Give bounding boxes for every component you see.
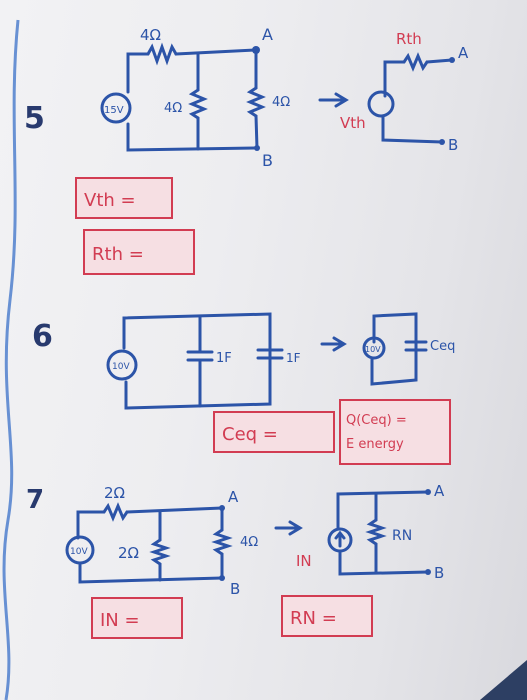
problem-7-load-resistor bbox=[211, 528, 233, 556]
problem-5-middle-resistor bbox=[188, 88, 208, 120]
desk-corner bbox=[480, 660, 527, 700]
problem-6-circuit bbox=[106, 312, 428, 410]
problem-5-rth-box-text: Rth = bbox=[92, 244, 144, 265]
problem-5-middle-resistor-label: 4Ω bbox=[164, 101, 182, 116]
problem-6-eq-source-icon bbox=[362, 336, 386, 360]
problem-6-voltage-source-icon bbox=[106, 349, 138, 381]
problem-5-top-resistor-label: 4Ω bbox=[140, 26, 161, 44]
problem-6-charge-text: Q(Ceq) = bbox=[346, 413, 407, 428]
problem-5-eq-node-a-dot bbox=[449, 57, 455, 63]
problem-7-rn-resistor bbox=[365, 518, 387, 546]
problem-7-node-b-dot bbox=[219, 575, 225, 581]
problem-5-source-label: 15V bbox=[104, 105, 124, 116]
problem-6-number: 6 bbox=[32, 319, 53, 354]
problem-6-capacitor-2-icon bbox=[256, 340, 284, 372]
problem-7-rn-box-text: RN = bbox=[290, 608, 337, 629]
problem-7-rn-label: RN bbox=[392, 528, 412, 544]
problem-5-vth-box bbox=[75, 177, 173, 219]
margin-line bbox=[2, 19, 20, 700]
problem-7-source-label: 10V bbox=[70, 547, 88, 557]
problem-5-circuit bbox=[100, 42, 454, 152]
problem-5-vth-source-icon bbox=[367, 90, 395, 118]
problem-7-top-resistor-label: 2Ω bbox=[104, 484, 125, 502]
problem-7-in-label: IN bbox=[296, 552, 312, 570]
problem-5-node-b-dot bbox=[254, 145, 260, 151]
problem-6-ceq-box-text: Ceq = bbox=[222, 424, 278, 445]
problem-5-node-a-dot bbox=[252, 46, 260, 54]
problem-7-eq-node-a-label: A bbox=[434, 482, 445, 500]
problem-5-top-resistor bbox=[146, 42, 178, 66]
problem-5-voltage-source-icon bbox=[100, 92, 132, 124]
problem-5-number: 5 bbox=[24, 101, 45, 136]
problem-7-load-resistor-label: 4Ω bbox=[240, 535, 258, 550]
problem-6-ceq-label: Ceq bbox=[430, 339, 455, 354]
problem-6-eq-source-label: 10V bbox=[365, 345, 381, 354]
problem-7-node-a-dot bbox=[219, 505, 225, 511]
problem-6-ceq-capacitor-icon bbox=[404, 340, 428, 352]
problem-5-load-resistor bbox=[246, 86, 266, 118]
problem-7-rn-box bbox=[281, 595, 373, 637]
problem-7-top-resistor bbox=[102, 502, 129, 522]
problem-7-number: 7 bbox=[26, 485, 44, 515]
problem-6-cap-1-label: 1F bbox=[216, 351, 232, 366]
problem-5-node-b-label: B bbox=[262, 151, 273, 170]
problem-6-energy-text: E energy bbox=[346, 437, 404, 452]
problem-7-node-a-label: A bbox=[228, 488, 239, 506]
problem-5-load-resistor-label: 4Ω bbox=[272, 95, 290, 110]
problem-5-rth-box bbox=[83, 229, 195, 275]
problem-6-source-label: 10V bbox=[112, 362, 130, 372]
problem-6-capacitor-1-icon bbox=[186, 314, 214, 408]
problem-5-rth-label: Rth bbox=[396, 30, 422, 48]
problem-7-middle-resistor bbox=[149, 538, 171, 566]
problem-5-vth-label: Vth bbox=[340, 114, 366, 132]
problem-5-eq-node-b-dot bbox=[439, 139, 445, 145]
problem-7-eq-node-b-dot bbox=[425, 569, 431, 575]
problem-5-eq-node-a-label: A bbox=[458, 44, 469, 62]
problem-7-in-box-text: IN = bbox=[100, 610, 140, 631]
problem-5-eq-node-b-label: B bbox=[448, 136, 458, 154]
problem-6-charge-energy-box bbox=[339, 399, 451, 465]
problem-7-circuit bbox=[65, 490, 430, 584]
problem-7-in-box bbox=[91, 597, 183, 639]
problem-7-eq-node-a-dot bbox=[425, 489, 431, 495]
problem-7-eq-node-b-label: B bbox=[434, 564, 444, 582]
problem-7-middle-resistor-label: 2Ω bbox=[118, 544, 139, 562]
problem-5-rth-resistor bbox=[402, 52, 429, 72]
problem-5-vth-box-text: Vth = bbox=[84, 190, 136, 211]
problem-6-ceq-box bbox=[213, 411, 335, 453]
problem-6-cap-2-label: 1F bbox=[286, 351, 301, 365]
problem-5-node-a-label: A bbox=[262, 25, 273, 44]
problem-7-node-b-label: B bbox=[230, 580, 240, 598]
